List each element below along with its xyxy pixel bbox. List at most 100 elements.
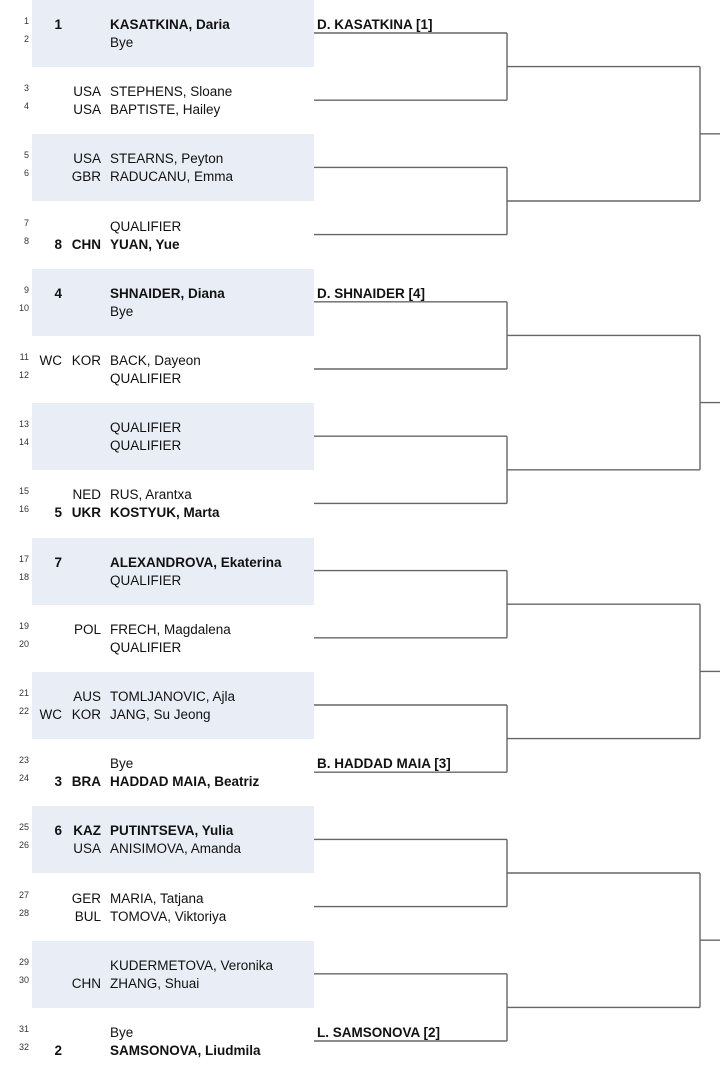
player-name: TOMLJANOVIC, Ajla — [110, 689, 236, 704]
seed: 5 — [54, 505, 62, 521]
draw-position: 4 — [23, 101, 29, 112]
country-code: NED — [72, 487, 101, 503]
seed: 8 — [54, 236, 62, 252]
player-row: 15 NED RUS, Arantxa — [0, 486, 314, 504]
draw-position: 27 — [18, 889, 29, 900]
seed: WC — [39, 707, 63, 722]
player-name: SAMSONOVA, Liudmila — [110, 1043, 261, 1058]
draw-position: 29 — [18, 956, 29, 967]
player-name: Bye — [110, 1025, 134, 1040]
draw-position: 21 — [18, 688, 29, 698]
player-name: Bye — [110, 35, 134, 50]
draw-position: 3 — [23, 83, 29, 94]
player-name: QUALIFIER — [110, 218, 182, 234]
player-name: ZHANG, Shuai — [110, 975, 200, 991]
player-row: 29 KUDERMETOVA, Veronika — [0, 957, 314, 975]
player-row: 5 USA STEARNS, Peyton — [0, 150, 314, 168]
player-name: QUALIFIER — [110, 438, 182, 454]
row-shading — [32, 403, 314, 471]
player-name: KUDERMETOVA, Veronika — [110, 957, 274, 973]
player-name: KASATKINA, Daria — [110, 17, 230, 32]
player-name: QUALIFIER — [110, 371, 182, 386]
country-code: USA — [73, 151, 101, 167]
player-row: 6 GBR RADUCANU, Emma — [0, 168, 314, 186]
seed: 2 — [54, 1043, 62, 1058]
country-code: KOR — [71, 353, 101, 368]
player-row: 31 Bye — [0, 1024, 314, 1042]
draw-position: 13 — [18, 419, 29, 430]
player-name: Bye — [110, 303, 134, 319]
country-code: BRA — [71, 774, 101, 790]
match-pair: 31 Bye 32 2 SAMSONOVA, Liudmila — [0, 1008, 314, 1075]
player-row: 22 WC KOR JANG, Su Jeong — [0, 706, 314, 724]
player-name: QUALIFIER — [110, 639, 182, 655]
draw-position: 2 — [23, 34, 29, 44]
draw-position: 22 — [18, 706, 29, 716]
row-shading — [32, 134, 314, 202]
round2-winner: L. SAMSONOVA [2] — [317, 1025, 441, 1040]
draw-position: 12 — [18, 370, 29, 380]
seed: 3 — [54, 774, 62, 790]
seed: 1 — [54, 17, 62, 32]
player-name: QUALIFIER — [110, 572, 182, 588]
row-shading — [32, 0, 314, 67]
player-name: BACK, Dayeon — [110, 353, 201, 368]
draw-position: 16 — [18, 504, 29, 515]
draw-position: 20 — [18, 638, 29, 649]
draw-position: 24 — [18, 773, 29, 784]
draw-position: 11 — [19, 352, 29, 362]
player-name: FRECH, Magdalena — [110, 621, 231, 637]
draw-position: 30 — [18, 974, 29, 985]
player-name: STEARNS, Peyton — [110, 151, 224, 167]
country-code: BUL — [74, 908, 101, 924]
draw-position: 23 — [18, 755, 29, 766]
player-name: RUS, Arantxa — [110, 487, 192, 503]
draw-position: 8 — [23, 235, 29, 246]
draw-position: 15 — [18, 486, 29, 497]
country-code: AUS — [73, 689, 101, 704]
player-name: PUTINTSEVA, Yulia — [110, 823, 234, 839]
seed: 4 — [54, 285, 62, 301]
player-name: RADUCANU, Emma — [110, 169, 234, 185]
player-name: BAPTISTE, Hailey — [110, 102, 221, 118]
draw-position: 32 — [18, 1042, 29, 1052]
draw-position: 5 — [23, 150, 29, 161]
player-name: Bye — [110, 756, 134, 772]
player-row: 23 Bye — [0, 755, 314, 773]
draw-position: 6 — [23, 168, 29, 179]
match-pair: 5 USA STEARNS, Peyton 6 GBR RADUCANU, Emma — [0, 134, 314, 202]
draw-position: 31 — [18, 1024, 29, 1034]
row-shading — [32, 268, 314, 336]
country-code: KOR — [71, 707, 101, 722]
match-pair: 23 Bye 24 3 BRA HADDAD MAIA, Beatriz — [0, 739, 314, 806]
player-row: 21 AUS TOMLJANOVIC, Ajla — [0, 688, 314, 706]
country-code: USA — [73, 84, 101, 100]
player-name: STEPHENS, Sloane — [110, 84, 233, 100]
round2-winner: D. SHNAIDER [4] — [317, 285, 426, 301]
player-name: YUAN, Yue — [110, 236, 180, 252]
country-code: CHN — [71, 236, 101, 252]
player-name: HADDAD MAIA, Beatriz — [110, 774, 260, 790]
player-row: 3 USA STEPHENS, Sloane — [0, 83, 314, 101]
player-name: JANG, Su Jeong — [110, 707, 211, 722]
draw-position: 10 — [18, 302, 29, 313]
player-name: ANISIMOVA, Amanda — [110, 841, 242, 857]
country-code: USA — [73, 841, 101, 857]
player-name: SHNAIDER, Diana — [110, 285, 225, 301]
player-row: 32 2 SAMSONOVA, Liudmila — [0, 1042, 314, 1060]
country-code: GER — [71, 890, 101, 906]
country-code: GBR — [71, 169, 101, 185]
